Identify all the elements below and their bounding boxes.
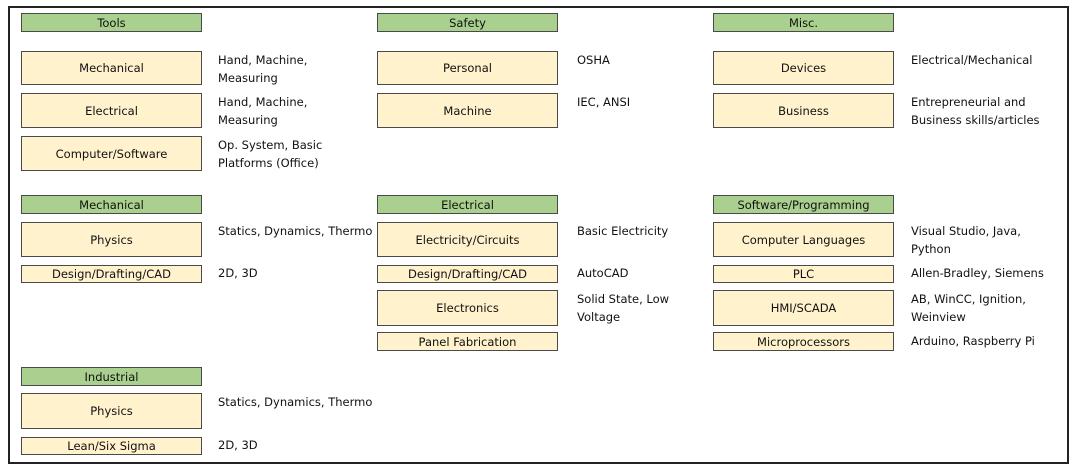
mechanical-cad-box: Design/Drafting/CAD <box>21 265 202 283</box>
software-languages-note: Visual Studio, Java, Python <box>911 224 1021 256</box>
misc-business-box: Business <box>713 93 894 128</box>
industrial-lean-box: Lean/Six Sigma <box>21 437 202 455</box>
industrial-physics-note: Statics, Dynamics, Thermo <box>218 395 373 409</box>
misc-business-note: Entrepreneurial and Business skills/arti… <box>911 95 1040 127</box>
tools-computer-software-box: Computer/Software <box>21 136 202 171</box>
electrical-electronics-box: Electronics <box>377 290 558 326</box>
electrical-header: Electrical <box>377 195 558 214</box>
safety-personal-box: Personal <box>377 51 558 85</box>
misc-devices-note: Electrical/Mechanical <box>911 53 1033 67</box>
safety-personal-note: OSHA <box>577 53 610 67</box>
misc-devices-box: Devices <box>713 51 894 85</box>
tools-mechanical-box: Mechanical <box>21 51 202 85</box>
tools-electrical-box: Electrical <box>21 93 202 128</box>
mechanical-physics-box: Physics <box>21 222 202 257</box>
software-microprocessors-box: Microprocessors <box>713 332 894 351</box>
software-microprocessors-note: Arduino, Raspberry Pi <box>911 334 1035 348</box>
industrial-header: Industrial <box>21 367 202 386</box>
electrical-panel-fabrication-box: Panel Fabrication <box>377 332 558 351</box>
software-plc-note: Allen-Bradley, Siemens <box>911 266 1044 280</box>
electrical-cad-box: Design/Drafting/CAD <box>377 265 558 283</box>
software-languages-box: Computer Languages <box>713 222 894 257</box>
tools-header: Tools <box>21 13 202 32</box>
misc-header: Misc. <box>713 13 894 32</box>
software-hmi-scada-note: AB, WinCC, Ignition, Weinview <box>911 292 1026 324</box>
software-hmi-scada-box: HMI/SCADA <box>713 290 894 326</box>
electrical-circuits-note: Basic Electricity <box>577 224 669 238</box>
mechanical-physics-note: Statics, Dynamics, Thermo <box>218 224 373 238</box>
electrical-electronics-note: Solid State, Low Voltage <box>577 292 670 324</box>
safety-machine-box: Machine <box>377 93 558 128</box>
software-header: Software/Programming <box>713 195 894 214</box>
industrial-physics-box: Physics <box>21 393 202 429</box>
tools-electrical-note: Hand, Machine, Measuring <box>218 95 308 127</box>
tools-computer-software-note: Op. System, Basic Platforms (Office) <box>218 138 323 170</box>
electrical-circuits-box: Electricity/Circuits <box>377 222 558 257</box>
industrial-lean-note: 2D, 3D <box>218 438 258 452</box>
mechanical-cad-note: 2D, 3D <box>218 266 258 280</box>
safety-machine-note: IEC, ANSI <box>577 95 631 109</box>
safety-header: Safety <box>377 13 558 32</box>
tools-mechanical-note: Hand, Machine, Measuring <box>218 53 308 85</box>
electrical-cad-note: AutoCAD <box>577 266 629 280</box>
mechanical-header: Mechanical <box>21 195 202 214</box>
software-plc-box: PLC <box>713 265 894 283</box>
